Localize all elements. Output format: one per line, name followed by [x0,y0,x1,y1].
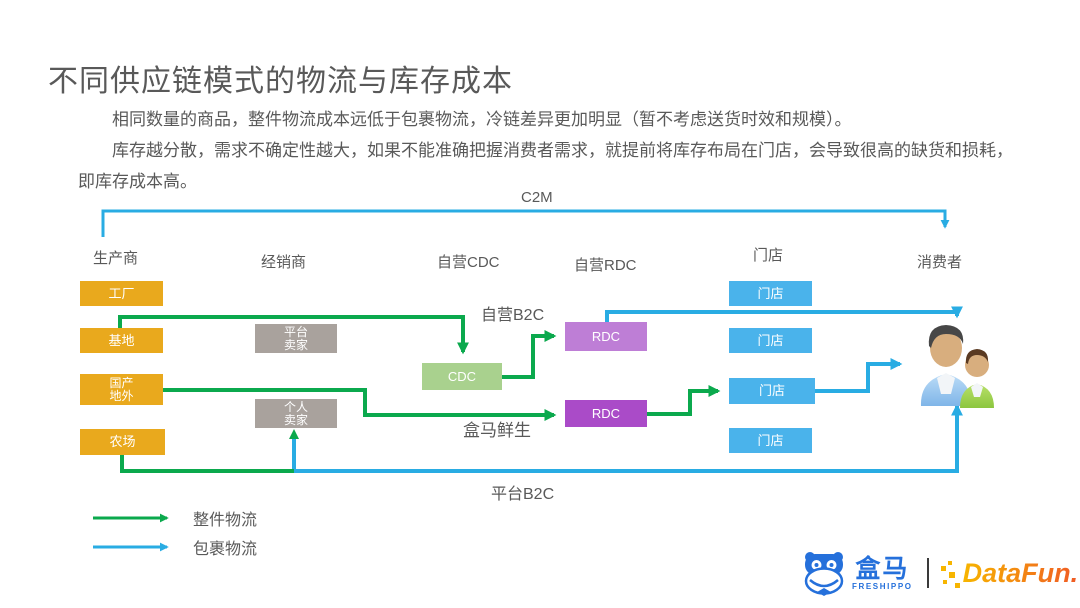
factory-node: 工厂 [80,281,163,306]
base-node: 基地 [80,328,163,353]
footer-logos: 盒马 FRESHIPPO DataFun. [802,550,1078,596]
column-header-producer: 生产商 [93,250,139,267]
platform-seller-node: 平台 卖家 [255,324,337,353]
datafun-text: DataFun. [962,557,1079,588]
domestic-overseas-node: 国产 地外 [80,374,163,405]
hema-wordmark: 盒马 FRESHIPPO [852,556,913,591]
cdc-node: CDC [422,363,502,390]
rdc2-to-store3-arrow [646,385,721,416]
rdc-node-1: RDC [565,322,647,351]
platform-b2c-label: 平台B2C [491,486,555,503]
rdc1-to-consumer-arrow [605,306,963,323]
personal-seller-node: 个人 卖家 [255,399,337,428]
legend-label-parcel: 包裹物流 [193,541,258,558]
hema-hippo-icon [804,552,844,596]
blue-arrow-icon [93,542,169,552]
footer-divider [926,558,929,588]
intro-paragraph-1: 相同数量的商品，整件物流成本远低于包裹物流，冷链差异更加明显（暂不考虑送货时效和… [112,110,852,129]
store-node-2: 门店 [729,328,812,353]
hema-fresh-label: 盒马鲜生 [463,421,531,440]
intro-paragraph-2: 库存越分散，需求不确定性越大，如果不能准确把握消费者需求，就提前将库存布局在门店… [78,141,1013,191]
green-arrow-icon [93,513,169,523]
rdc-node-2: RDC [565,400,647,427]
domestic-to-rdc2-arrow [162,388,557,421]
cdc-to-rdc1-arrow [501,330,557,379]
farm-node: 农场 [80,429,165,455]
legend-item-parcel: 包裹物流 [93,537,258,558]
legend: 整件物流 包裹物流 [93,508,257,566]
hema-cn-text: 盒马 [855,554,910,583]
farm-to-bottom-line [120,455,296,473]
self-b2c-label: 自营B2C [481,307,545,324]
column-header-self-rdc: 自营RDC [574,257,637,274]
store3-to-consumer-arrow [814,358,903,393]
hema-en-text: FRESHIPPO [852,581,913,591]
datafun-logo: DataFun. [940,557,1079,589]
c2m-label: C2M [521,189,553,206]
legend-item-whole-piece: 整件物流 [93,508,258,529]
column-header-distributor: 经销商 [261,254,307,271]
seller-arrowhead [289,429,299,439]
store-node-3: 门店 [729,378,815,404]
column-header-consumer: 消费者 [917,254,963,271]
c2m-arrow [101,209,950,237]
intro-text: 相同数量的商品，整件物流成本远低于包裹物流，冷链差异更加明显（暂不考虑送货时效和… [78,104,1020,197]
legend-label-whole-piece: 整件物流 [193,512,258,529]
page-title: 不同供应链模式的物流与库存成本 [48,65,513,99]
store-node-4: 门店 [729,428,812,453]
store-node-1: 门店 [729,281,812,306]
column-header-self-cdc: 自营CDC [437,254,500,271]
consumers-icon [920,325,994,408]
column-header-store: 门店 [753,247,784,264]
